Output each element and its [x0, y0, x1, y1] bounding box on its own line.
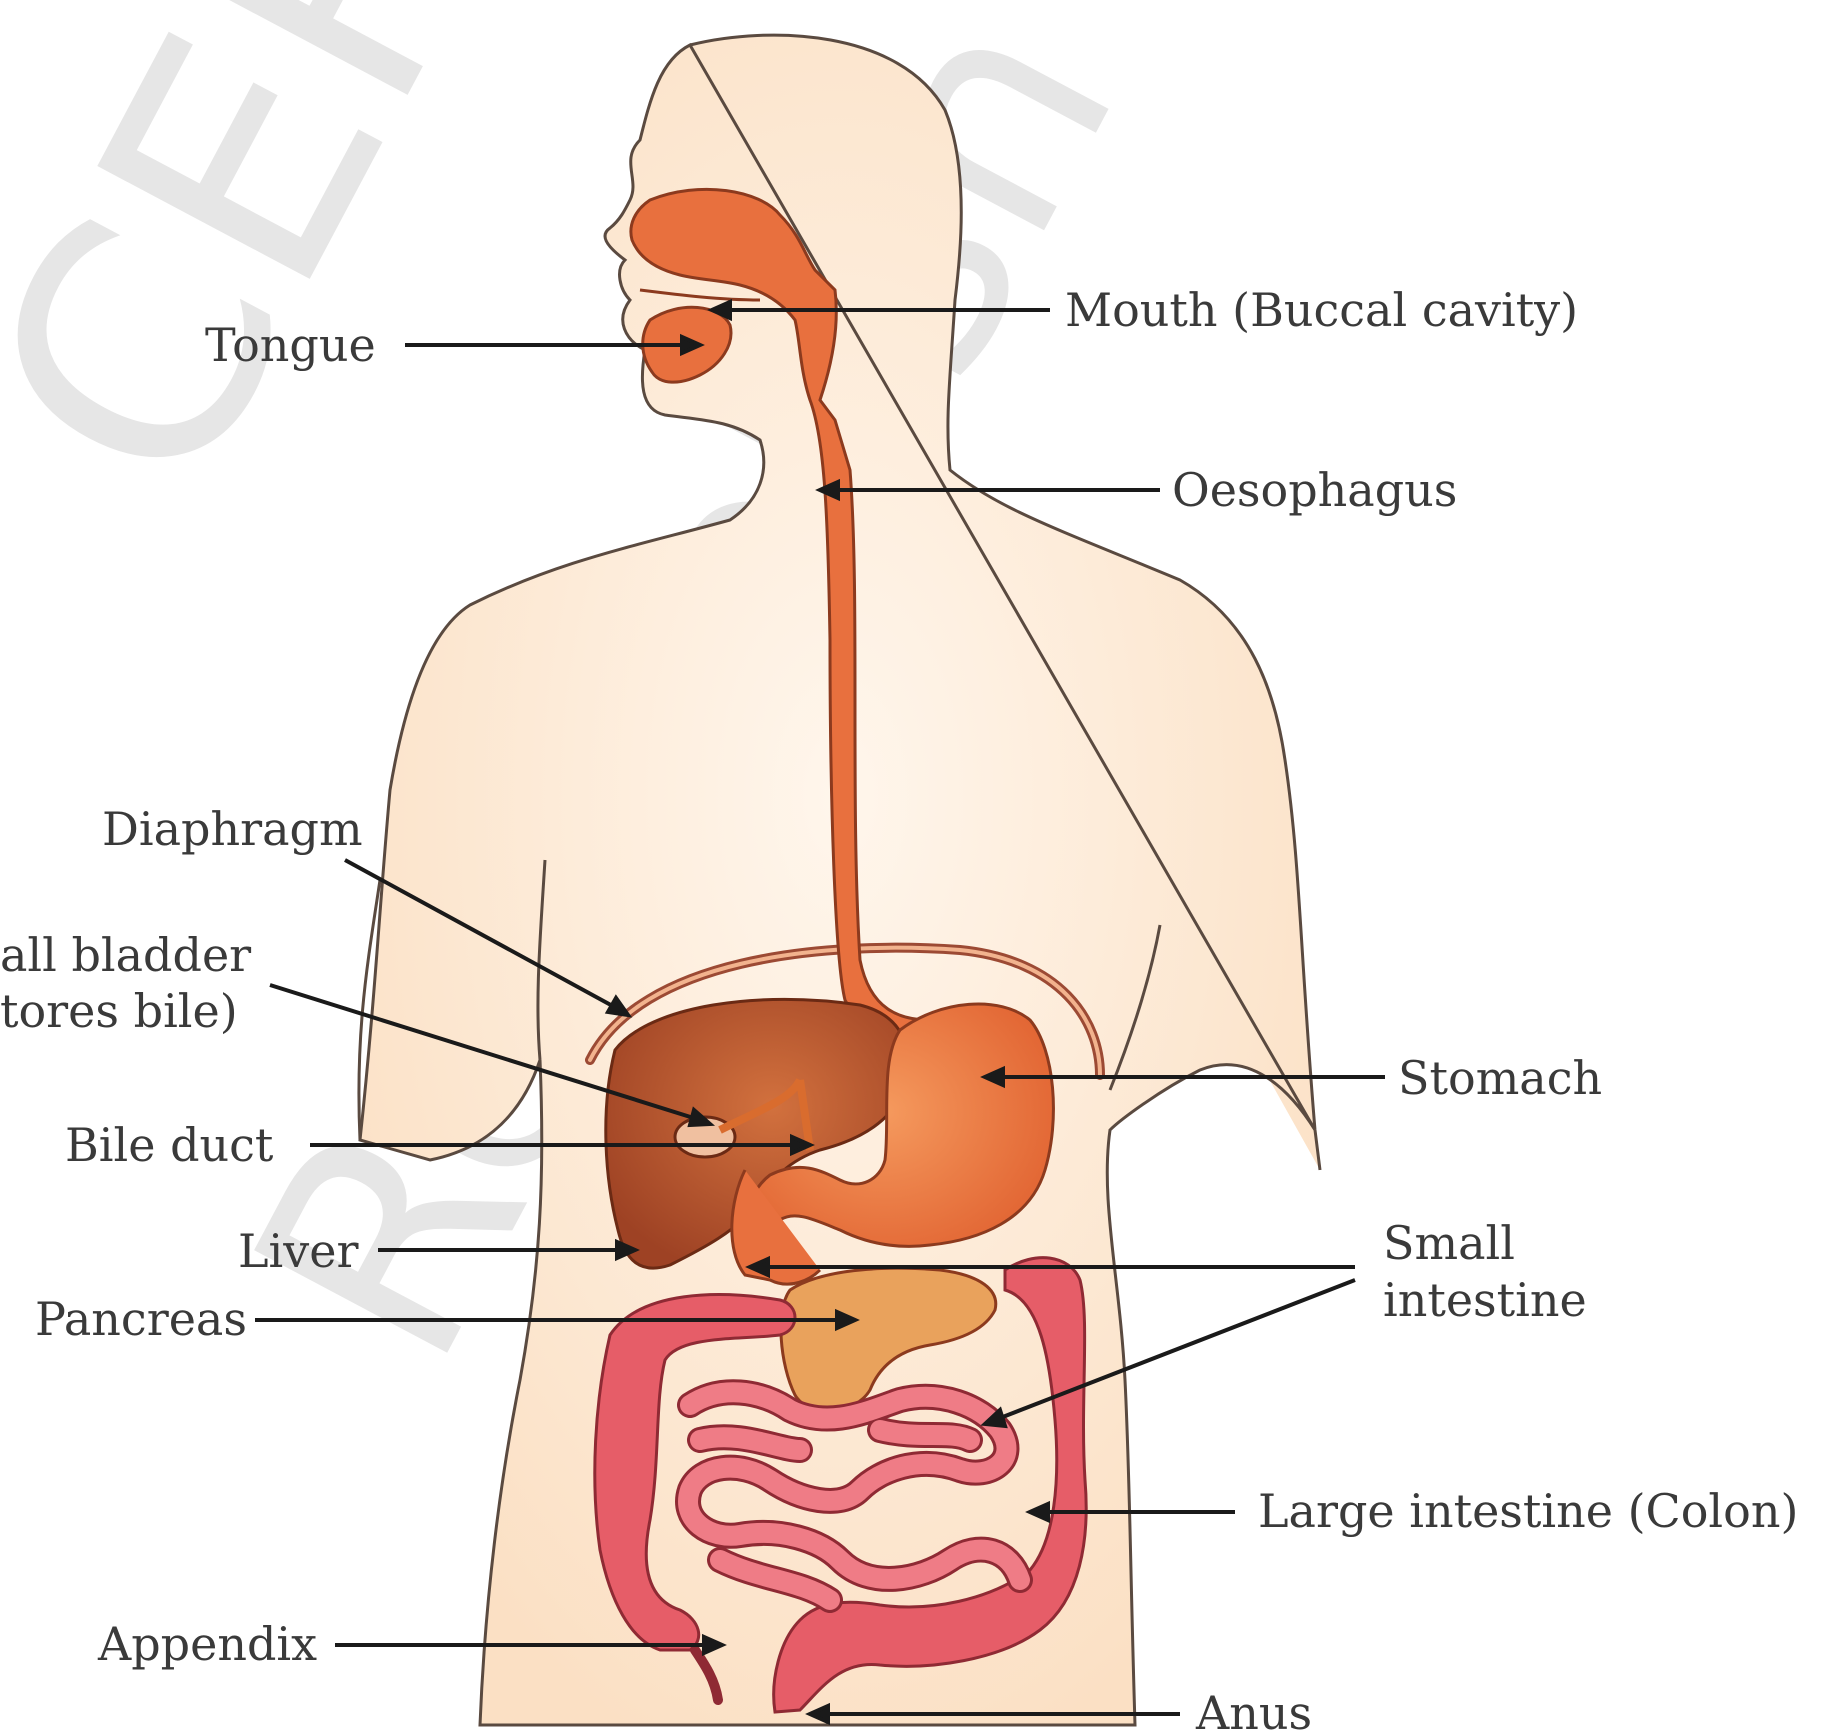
label-gall-bladder-line2: tores bile)	[0, 988, 238, 1034]
label-tongue: Tongue	[205, 322, 376, 368]
label-stomach: Stomach	[1398, 1055, 1602, 1101]
label-small-intestine-line1: Small	[1383, 1220, 1515, 1266]
label-diaphragm: Diaphragm	[102, 806, 363, 852]
label-bile-duct: Bile duct	[65, 1122, 273, 1168]
label-mouth: Mouth (Buccal cavity)	[1065, 287, 1578, 333]
label-gall-bladder-line1: all bladder	[0, 932, 251, 978]
label-appendix: Appendix	[98, 1621, 317, 1667]
label-liver: Liver	[238, 1228, 358, 1274]
label-small-intestine-line2: intestine	[1383, 1277, 1587, 1323]
label-pancreas: Pancreas	[35, 1296, 247, 1342]
label-anus: Anus	[1196, 1690, 1312, 1732]
label-large-intestine: Large intestine (Colon)	[1258, 1488, 1798, 1534]
label-oesophagus: Oesophagus	[1172, 467, 1457, 513]
